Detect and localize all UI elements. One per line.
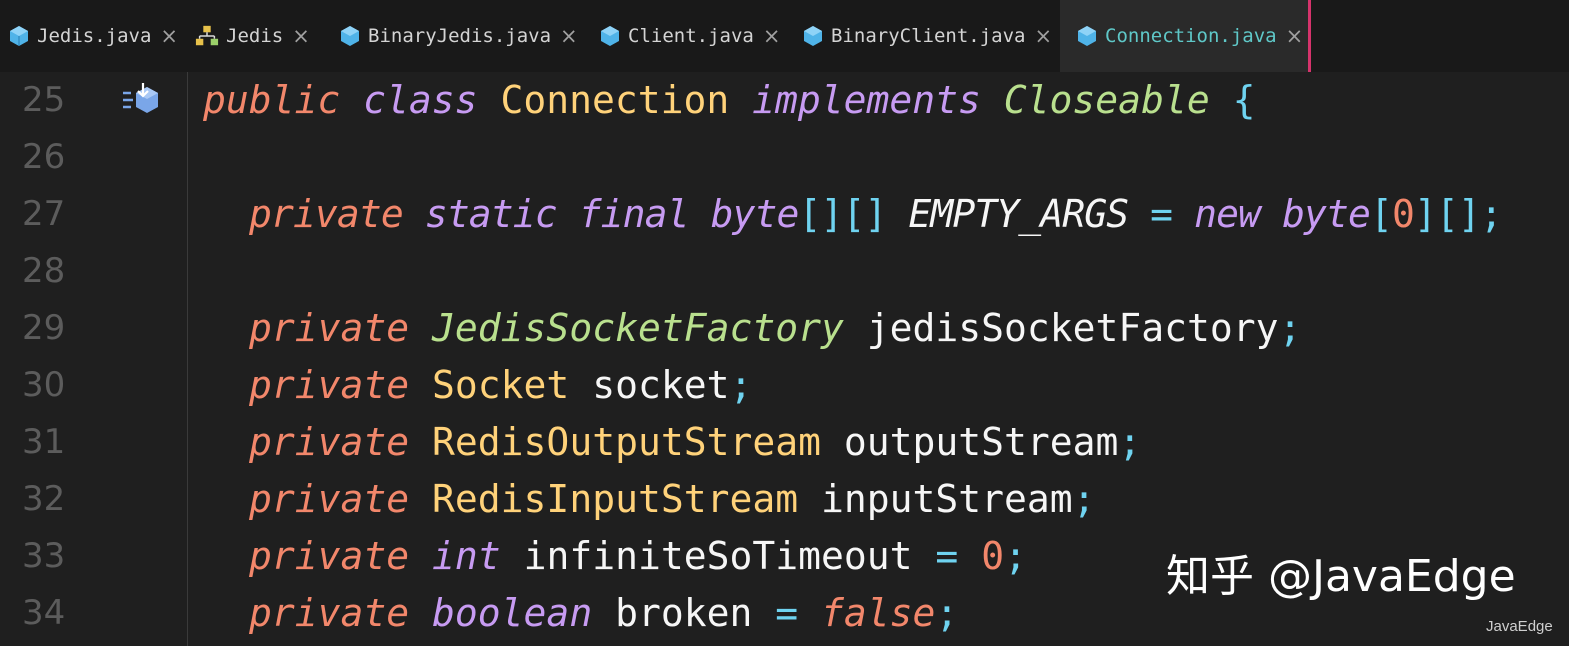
tab-label: BinaryJedis.java — [368, 25, 552, 47]
code-text: private boolean broken = false; — [249, 591, 959, 635]
java-class-icon — [802, 24, 824, 48]
line-number: 33 — [22, 536, 66, 576]
line-number: 27 — [22, 194, 66, 234]
tab-label: BinaryClient.java — [831, 25, 1026, 47]
code-text: private int infiniteSoTimeout = 0; — [249, 534, 1027, 578]
watermark-small: JavaEdge — [1486, 618, 1553, 635]
code-line[interactable]: 34 private boolean broken = false; — [0, 585, 1569, 642]
watermark: 知乎 @JavaEdge — [1166, 551, 1516, 602]
code-text: private RedisOutputStream outputStream; — [249, 420, 1142, 464]
java-class-icon — [599, 24, 621, 48]
line-number: 34 — [22, 593, 66, 633]
close-icon[interactable]: × — [292, 24, 310, 48]
editor-tab-bar: Jedis.java × Jedis × BinaryJedis.java × … — [0, 0, 1569, 73]
close-icon[interactable]: × — [1034, 24, 1053, 48]
tab-label: Client.java — [628, 25, 754, 47]
code-text: private RedisInputStream inputStream; — [249, 477, 1096, 521]
code-line[interactable]: 32 private RedisInputStream inputStream; — [0, 471, 1569, 528]
tab-label: Jedis.java — [37, 25, 152, 47]
line-number: 29 — [22, 308, 66, 348]
code-text: private static final byte[][] EMPTY_ARGS… — [249, 192, 1503, 236]
gutter-divider — [187, 72, 188, 646]
hierarchy-icon — [195, 24, 219, 48]
tab-binaryjedis-java[interactable]: BinaryJedis.java × — [325, 0, 585, 72]
java-class-icon — [1076, 24, 1098, 48]
line-number: 30 — [22, 365, 66, 405]
tab-binaryclient-java[interactable]: BinaryClient.java × — [788, 0, 1060, 72]
close-icon[interactable]: × — [160, 24, 178, 48]
code-editor[interactable]: 25 public class Connection implements Cl… — [0, 72, 1569, 646]
close-icon[interactable]: × — [762, 24, 781, 48]
code-line[interactable]: 33 private int infiniteSoTimeout = 0; — [0, 528, 1569, 585]
line-number: 32 — [22, 479, 66, 519]
code-line[interactable]: 31 private RedisOutputStream outputStrea… — [0, 414, 1569, 471]
tab-label: Connection.java — [1105, 25, 1277, 47]
tab-label: Jedis — [226, 25, 284, 47]
code-line[interactable]: 30 private Socket socket; — [0, 357, 1569, 414]
line-number: 28 — [22, 251, 66, 291]
code-line[interactable]: 27 private static final byte[][] EMPTY_A… — [0, 186, 1569, 243]
tab-jedis-java[interactable]: Jedis.java × — [0, 0, 187, 72]
code-line[interactable]: 25 public class Connection implements Cl… — [0, 72, 1569, 129]
java-class-icon — [339, 24, 361, 48]
code-text: private JedisSocketFactory jedisSocketFa… — [249, 306, 1302, 350]
tab-client-java[interactable]: Client.java × — [585, 0, 788, 72]
tab-jedis-hierarchy[interactable]: Jedis × — [187, 0, 325, 72]
close-icon[interactable]: × — [560, 24, 578, 48]
line-number: 26 — [22, 137, 66, 177]
line-number: 31 — [22, 422, 66, 462]
close-icon[interactable]: × — [1285, 24, 1304, 48]
code-text: private Socket socket; — [249, 363, 753, 407]
implements-interface-icon[interactable] — [121, 83, 161, 117]
code-text: public class Connection implements Close… — [203, 78, 1256, 122]
code-line[interactable]: 29 private JedisSocketFactory jedisSocke… — [0, 300, 1569, 357]
code-line[interactable]: 26 — [0, 129, 1569, 186]
line-number: 25 — [22, 80, 66, 120]
java-class-icon — [8, 24, 30, 48]
code-line[interactable]: 28 — [0, 243, 1569, 300]
tab-connection-java[interactable]: Connection.java × — [1060, 0, 1311, 72]
